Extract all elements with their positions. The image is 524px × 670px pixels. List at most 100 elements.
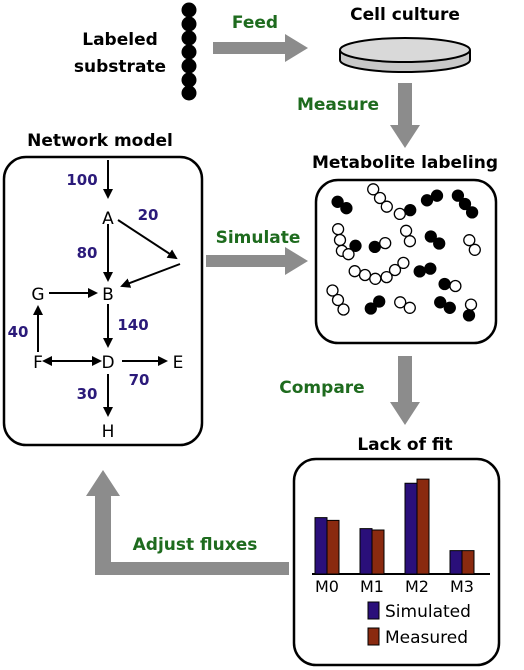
- labeled-atom: [331, 195, 344, 208]
- unlabeled-atom: [331, 223, 345, 236]
- unlabeled-atom: [348, 265, 361, 278]
- tick-label-m1: M1: [360, 577, 384, 596]
- molecule: [424, 230, 446, 250]
- labeled-atom: [373, 295, 386, 308]
- unlabeled-atom: [333, 233, 347, 247]
- compare-arrow: [390, 356, 420, 425]
- molecule: [413, 262, 437, 278]
- lack-of-fit-box: [292, 457, 501, 667]
- legend-swatch-simulated: [367, 601, 380, 620]
- molecule: [451, 189, 479, 219]
- labeled-atom: [433, 237, 446, 250]
- network-edges: [33, 160, 181, 417]
- labeled-atom: [443, 301, 456, 314]
- cell-culture-dish-icon: [339, 37, 471, 73]
- unlabeled-atom: [403, 235, 417, 248]
- labeled-atom: [458, 197, 472, 211]
- molecule: [364, 295, 386, 315]
- unlabeled-atom: [449, 279, 462, 293]
- labeled-atom: [424, 230, 437, 243]
- unlabeled-atom: [397, 256, 410, 270]
- molecule: [420, 189, 444, 207]
- labeled-atom: [364, 302, 377, 315]
- labeled-atom: [340, 202, 353, 215]
- molecule: [399, 224, 417, 248]
- unlabeled-atom: [337, 303, 350, 316]
- tick-label-m0: M0: [315, 577, 339, 596]
- flux-f-g: 40: [8, 323, 29, 341]
- unlabeled-atom: [393, 207, 406, 221]
- legend-label-simulated: Simulated: [385, 602, 471, 622]
- molecule: [331, 195, 353, 215]
- molecule: [434, 296, 456, 314]
- feed-label: Feed: [232, 13, 278, 33]
- node-g: G: [31, 285, 44, 305]
- unlabeled-atom: [373, 191, 387, 205]
- unlabeled-atom: [463, 234, 476, 247]
- node-f: F: [33, 353, 43, 373]
- molecule: [462, 298, 478, 322]
- flux-b-d: 140: [117, 316, 148, 334]
- tick-label-m3: M3: [450, 577, 474, 596]
- flux-a-b: 80: [77, 244, 98, 262]
- feed-arrow: [213, 34, 308, 62]
- molecule: [463, 234, 481, 256]
- legend-label-measured: Measured: [385, 628, 468, 648]
- measure-arrow: [390, 83, 420, 148]
- unlabeled-atom: [464, 298, 478, 311]
- unlabeled-atom: [358, 268, 372, 282]
- unlabeled-atom: [379, 236, 392, 250]
- node-h: H: [102, 422, 115, 442]
- bar-measured-m0: [326, 519, 340, 575]
- adjust-fluxes-arrow: [86, 470, 289, 575]
- bar-simulated-m2: [404, 482, 418, 575]
- cell-culture-label: Cell culture: [350, 5, 460, 25]
- unlabeled-atom: [403, 301, 416, 314]
- labeled-atom: [465, 206, 479, 219]
- bar-measured-m3: [461, 550, 475, 575]
- labeled-atom: [404, 203, 417, 217]
- simulate-label: Simulate: [216, 228, 301, 248]
- unlabeled-atom: [367, 183, 380, 196]
- molecule: [380, 256, 410, 284]
- labeled-atom: [438, 277, 451, 291]
- molecule: [368, 236, 392, 254]
- labeled-atom: [349, 239, 362, 252]
- unlabeled-atom: [380, 200, 393, 213]
- labeled-substrate-label-line1: Labeled: [82, 30, 158, 50]
- network-model-title: Network model: [27, 131, 173, 151]
- unlabeled-atom: [331, 293, 345, 307]
- compare-label: Compare: [279, 378, 364, 398]
- labeled-atom: [420, 194, 434, 207]
- labeled-atom: [430, 189, 444, 202]
- bar-simulated-m1: [359, 528, 373, 575]
- molecule: [367, 183, 393, 213]
- labeled-substrate-beads: [181, 2, 197, 101]
- bar-measured-m2: [416, 478, 430, 575]
- molecule: [438, 277, 462, 293]
- labeled-atom: [451, 189, 465, 202]
- simulate-arrow: [206, 247, 308, 275]
- molecule: [348, 265, 382, 285]
- molecule: [393, 203, 417, 221]
- labeled-atom: [462, 309, 476, 322]
- unlabeled-atom: [380, 270, 393, 284]
- labeled-atom: [368, 240, 381, 254]
- unlabeled-atom: [394, 296, 407, 309]
- unlabeled-atom: [399, 224, 413, 237]
- labeled-substrate-label-line2: substrate: [74, 57, 166, 77]
- flux-a-out: 20: [138, 206, 159, 224]
- legend-swatch-measured: [367, 627, 380, 646]
- node-e: E: [173, 353, 184, 373]
- molecule: [326, 284, 350, 316]
- bar-simulated-m0: [314, 517, 328, 575]
- unlabeled-atom: [388, 263, 402, 277]
- labeled-atom: [434, 296, 447, 309]
- labeled-atom: [413, 265, 426, 278]
- labeled-metabolite-molecules: [326, 183, 481, 322]
- tick-label-m2: M2: [405, 577, 429, 596]
- molecule: [394, 296, 416, 314]
